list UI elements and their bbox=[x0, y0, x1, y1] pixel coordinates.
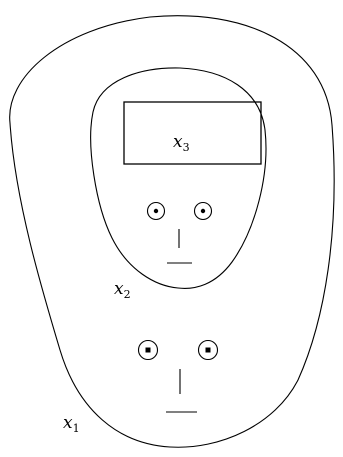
outer-right-pupil bbox=[206, 348, 211, 353]
outer-face-features bbox=[139, 341, 218, 413]
x3-box bbox=[124, 102, 261, 164]
inner-left-pupil bbox=[154, 209, 158, 213]
x3-label: x3 bbox=[173, 132, 190, 154]
x1-label: x1 bbox=[63, 413, 80, 435]
outer-face-outline bbox=[10, 16, 334, 448]
outer-left-pupil bbox=[146, 348, 151, 353]
inner-face-outline bbox=[91, 68, 266, 288]
inner-right-pupil bbox=[201, 209, 205, 213]
inner-face-features bbox=[148, 203, 212, 264]
x2-label: x2 bbox=[114, 279, 131, 301]
